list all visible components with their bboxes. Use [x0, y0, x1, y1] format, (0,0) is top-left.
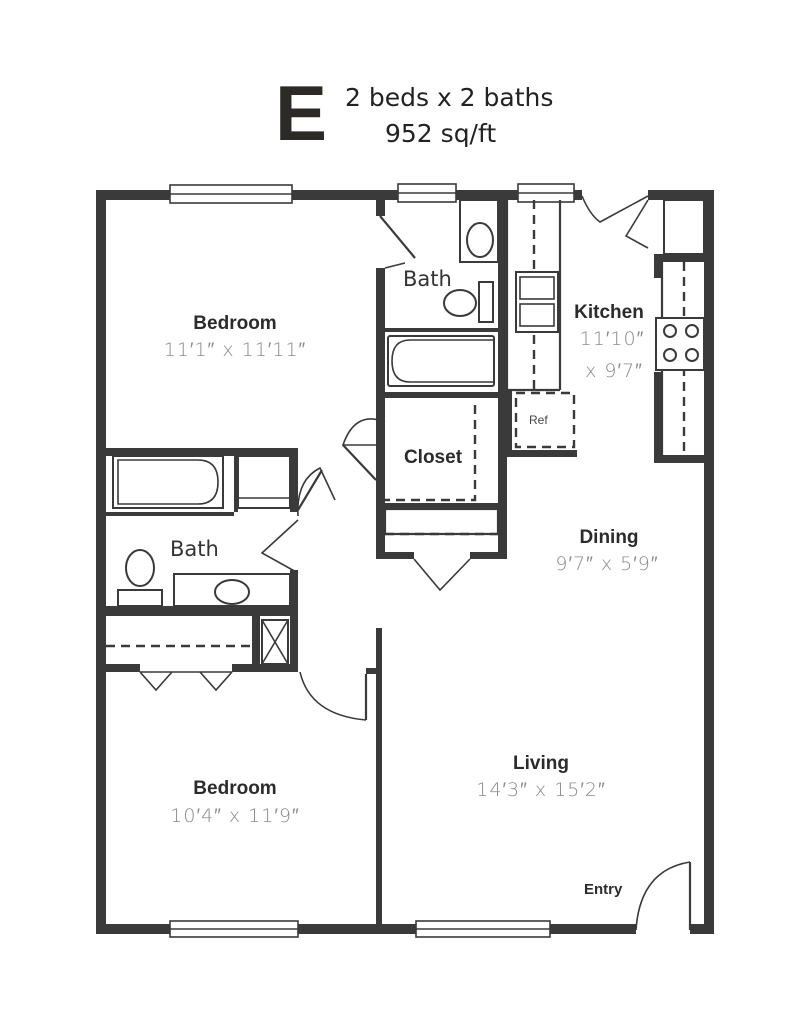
bath2-sink-icon: [214, 579, 250, 605]
refrigerator-label: Ref: [529, 413, 548, 427]
door-entry: [635, 861, 691, 931]
bath1-label: Bath: [403, 267, 452, 291]
bath2-label: Bath: [170, 537, 219, 561]
door-bedroom2-closet: [139, 671, 233, 692]
bath2-toilet-icon: [125, 549, 155, 587]
bath1-tub-icon: [387, 335, 495, 387]
door-closet-bifold: [413, 558, 471, 592]
closet-label: Closet: [404, 447, 463, 468]
door-bath-1: [379, 215, 416, 259]
bath1-sink-icon: [466, 222, 494, 258]
kitchen-dims-2: x 9′7″: [585, 360, 643, 382]
interior-walls: [106, 190, 704, 924]
room-labels: Bedroom 11′1″ x 11′11″ Bath Kitchen 11′1…: [164, 267, 658, 898]
kitchen-sink-icon: [515, 271, 559, 333]
fixtures: Ref: [112, 199, 705, 665]
bedroom2-name: Bedroom: [193, 778, 276, 799]
beds-baths-text: 2 beds x 2 baths: [345, 83, 553, 112]
door-closet: [341, 418, 386, 446]
living-dims: 14′3″ x 15′2″: [476, 779, 605, 801]
door-kitchen-top: [581, 195, 649, 249]
bedroom1-dims: 11′1″ x 11′11″: [164, 339, 307, 361]
area-text: 952 sq/ft: [385, 119, 496, 148]
kitchen-name: Kitchen: [574, 302, 644, 323]
dining-name: Dining: [579, 527, 638, 548]
refrigerator-icon: [514, 391, 576, 449]
entry-label: Entry: [584, 881, 623, 898]
door-bedroom-2: [299, 671, 367, 721]
bath1-toilet-icon: [443, 289, 477, 317]
windows: [169, 183, 575, 938]
bath2-tub-icon: [112, 455, 224, 509]
stove-icon: [655, 317, 705, 371]
dining-dims: 9′7″ x 5′9″: [555, 553, 658, 575]
bedroom2-dims: 10′4″ x 11′9″: [170, 805, 299, 827]
doors: [139, 195, 692, 931]
living-name: Living: [513, 753, 569, 774]
bedroom1-name: Bedroom: [193, 313, 276, 334]
kitchen-dims-1: 11′10″: [580, 328, 645, 350]
unit-letter: E: [275, 69, 327, 157]
